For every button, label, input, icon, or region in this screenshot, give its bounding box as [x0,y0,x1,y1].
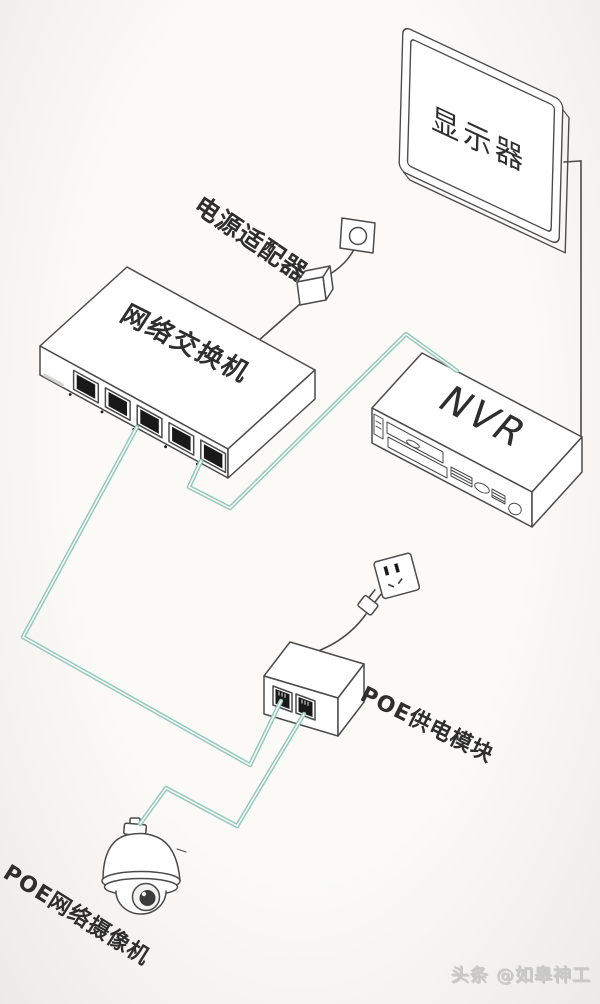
nvr-lower-panel [387,436,448,479]
nvr-vent [491,488,506,505]
switch-right-face [227,369,316,479]
wall-socket [373,552,421,600]
monitor: 显示器 [398,27,570,254]
poe-module-body [263,641,365,737]
watermark-text: 头条 @如皋神工 [452,965,592,987]
nvr-power-switch [373,413,384,440]
monitor-screen [406,39,556,232]
monitor-depth-edge [402,108,570,254]
poe-module-label: POE供电模块 [356,681,498,768]
camera-housing [102,832,181,882]
power-plug [357,589,382,616]
nvr-button [508,502,522,516]
socket-slot [394,563,400,573]
camera-lens-glint [141,891,147,897]
power-adapter-box [296,265,334,306]
socket-slot [397,578,403,585]
watermark-shadow: 头条 @如皋神工 [451,964,591,986]
camera-lens-pupil [139,890,156,906]
cable-switch-to-poe [20,424,284,768]
poe-power-cord [313,613,367,654]
nvr-tray-notch [406,439,420,449]
outlet-hole [348,226,368,246]
nvr-button [474,482,490,494]
poe-right-face [337,663,365,737]
adapter-cord-switch [257,303,301,342]
cable-switch-to-nvr [186,331,460,511]
camera-body [101,817,187,915]
power-adapter-label: 电源适配器 [189,191,313,288]
wall-outlet [339,217,376,254]
socket-slot [387,583,395,588]
cable-poe-to-camera [137,711,307,829]
switch-model-print [43,373,64,388]
socket-slot [383,566,390,576]
nvr-vent [450,466,473,488]
nvr-right-face [531,436,583,528]
camera-tick [176,848,187,853]
nvr-body [371,352,583,528]
switch-body [39,266,316,479]
monitor-video-cable [563,160,582,438]
